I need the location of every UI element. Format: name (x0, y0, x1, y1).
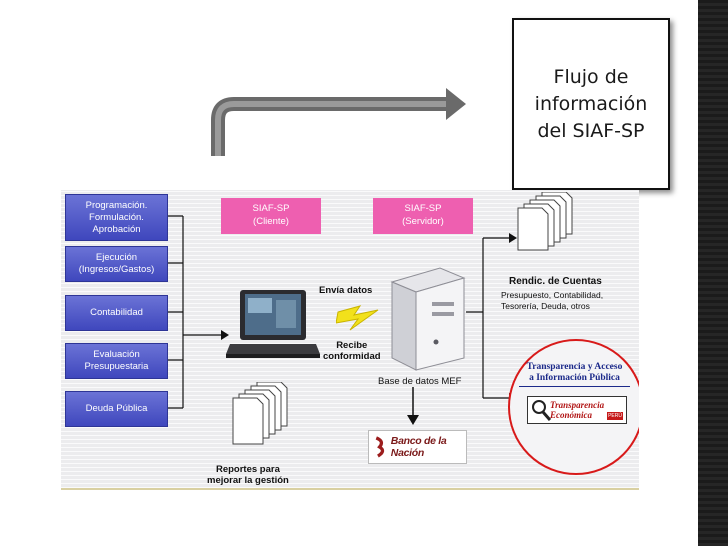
rendic-detail: Presupuesto, Contabilidad, Tesorería, De… (501, 290, 604, 311)
lightning-icon (336, 305, 379, 331)
envia-datos-label: Envía datos (319, 285, 373, 296)
box-deuda-publica: Deuda Pública (65, 391, 168, 427)
banco-de-la-nacion-logo: Banco de la Nación (368, 430, 467, 464)
magnifier-icon (532, 400, 552, 421)
reportes-label: Reportes para mejorar la gestión (207, 464, 289, 486)
banco-text: Banco de la Nación (390, 435, 447, 459)
down-arrow-icon (407, 387, 419, 425)
rendic-title: Rendic. de Cuentas (509, 276, 602, 287)
transparencia-logo-text: Transparencia Económica (550, 400, 605, 420)
recibe-conformidad-label: Recibe conformidad (323, 340, 381, 362)
slide-edge-decoration (698, 0, 728, 546)
base-datos-label: Base de datos MEF (378, 376, 462, 387)
box-programacion: Programación. Formulación. Aprobación (65, 194, 168, 241)
flow-arrow-icon (211, 88, 466, 156)
server-icon (390, 267, 466, 371)
peru-badge: PERÚ (607, 412, 623, 420)
title-box: Flujo de información del SIAF-SP (512, 18, 670, 190)
box-contabilidad: Contabilidad (65, 295, 168, 331)
siaf-flow-diagram: Programación. Formulación. Aprobación Ej… (61, 190, 639, 490)
document-stack-icon (232, 382, 288, 445)
laptop-icon (226, 290, 320, 358)
box-evaluacion: Evaluación Presupuestaria (65, 343, 168, 379)
server-label: SIAF-SP (Servidor) (373, 198, 473, 234)
transparencia-economica-logo: Transparencia Económica PERÚ (527, 396, 627, 424)
client-label: SIAF-SP (Cliente) (221, 198, 321, 234)
box-ejecucion: Ejecución (Ingresos/Gastos) (65, 246, 168, 282)
document-stack-icon (517, 192, 573, 251)
banco-logo-icon (375, 436, 385, 458)
transparency-title: Transparencia y Acceso a Información Púb… (519, 362, 630, 387)
slide-title: Flujo de información del SIAF-SP (534, 65, 648, 142)
